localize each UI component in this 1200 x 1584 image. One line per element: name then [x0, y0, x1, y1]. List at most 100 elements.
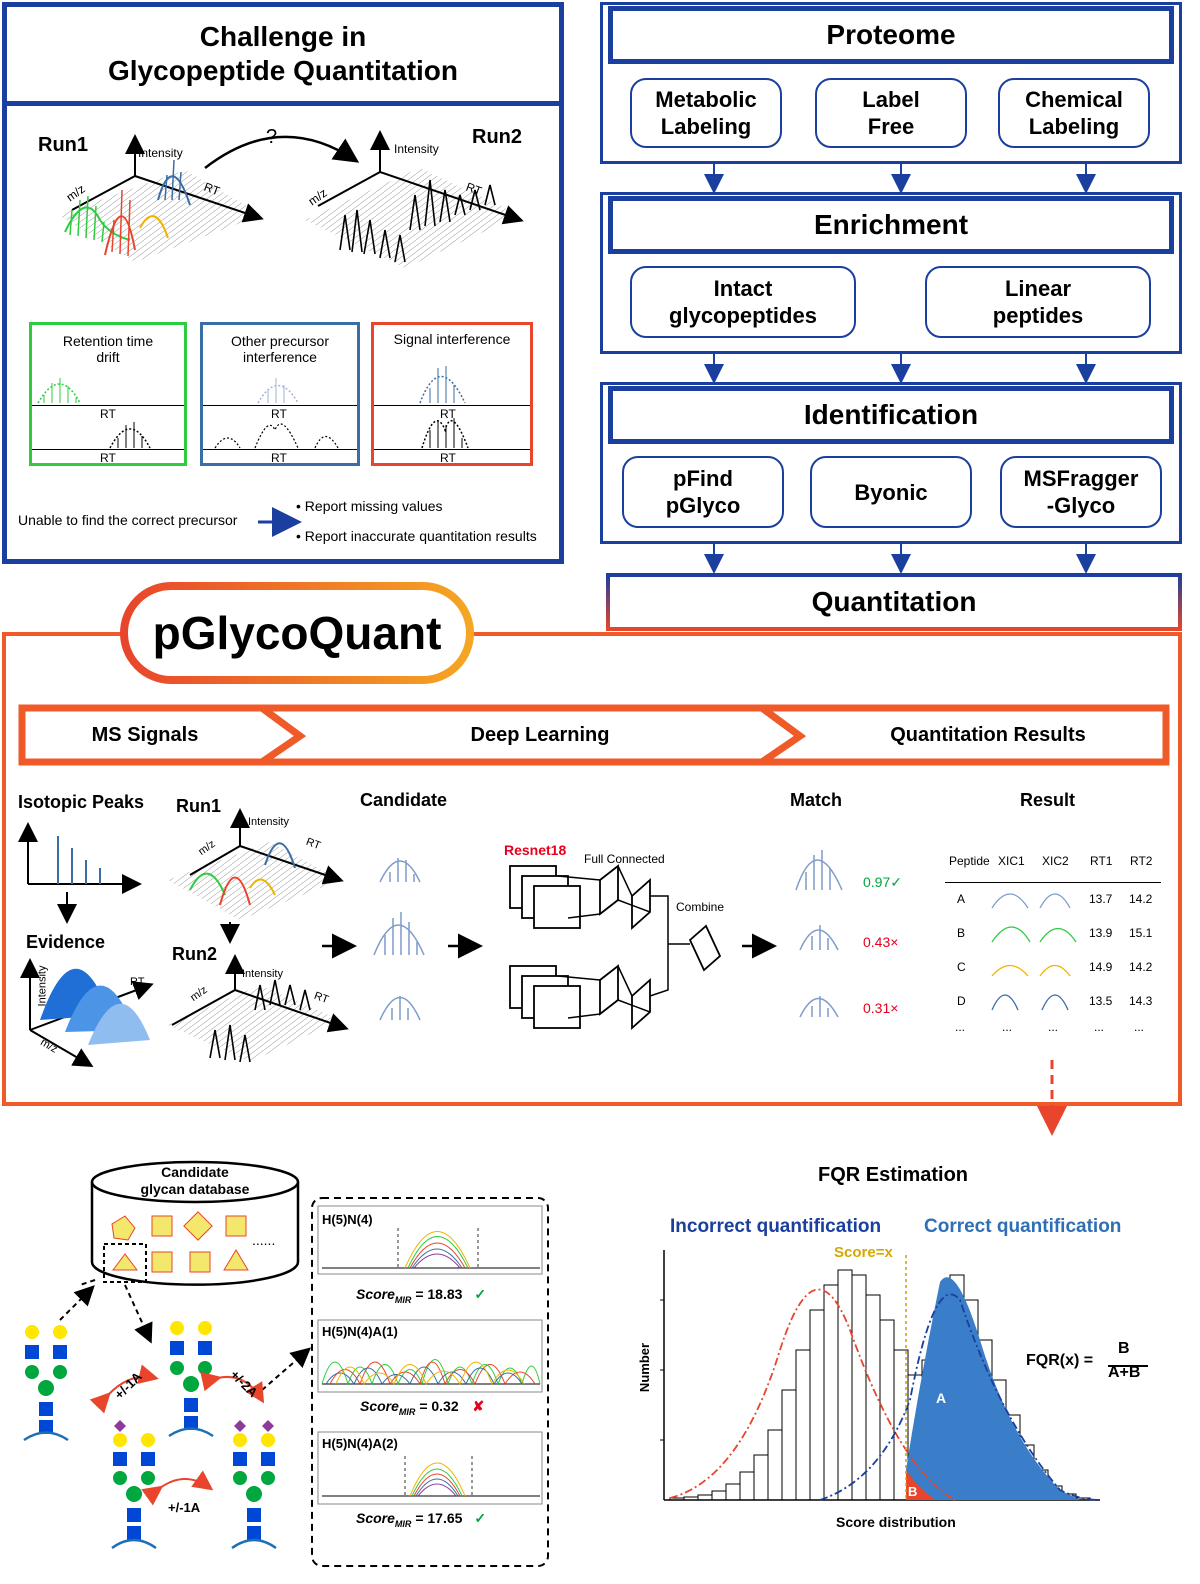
fqr-ylabel: Number	[637, 1342, 653, 1393]
pglyco-frame	[2, 632, 1182, 1106]
panel-other-precursor: Other precursor interference RT RT	[200, 322, 360, 466]
proteome-section	[600, 2, 1182, 164]
fqr-formula-num: B	[1118, 1340, 1130, 1357]
run1-intensity-label: Intensity	[138, 146, 183, 160]
evidence-intensity-label: Intensity	[36, 965, 49, 1007]
panel-other-precursor-title: Other precursor interference	[230, 333, 330, 365]
score-chromatograms	[311, 1197, 549, 1567]
enrichment-section	[600, 192, 1182, 354]
score-line-2: ScoreMIR = 0.32 ✘	[360, 1398, 485, 1417]
run2-intensity-label: Intensity	[394, 142, 439, 156]
evidence-plot	[20, 958, 154, 1068]
pfind-pglyco-box: pFind pGlyco	[622, 456, 784, 528]
row-d-rt2: 14.3	[1129, 994, 1153, 1008]
full-connected-label: Full Connected	[584, 852, 665, 866]
workflow-arrows	[704, 164, 1096, 574]
row-a-peptide: A	[957, 892, 966, 906]
row-more-xic1: ...	[1002, 1020, 1013, 1034]
run-transfer-arrow	[204, 135, 360, 169]
row-c-rt2: 14.2	[1129, 960, 1153, 974]
th-peptide: Peptide	[949, 854, 990, 868]
edge-1a-bottom: +/-1A	[168, 1500, 201, 1515]
panel-signal-interference-title: Signal interference	[393, 331, 511, 347]
isotopic-peaks-label: Isotopic Peaks	[18, 792, 145, 812]
msfragger-glyco-box: MSFragger -Glyco	[1000, 456, 1162, 528]
intact-glycopeptides-box: Intact glycopeptides	[630, 266, 856, 338]
enrichment-header: Enrichment	[608, 196, 1174, 254]
resnet-connections	[557, 865, 690, 1019]
chemical-labeling-box: Chemical Labeling	[998, 78, 1150, 148]
challenge-title: Challenge in Glycopeptide Quantitation	[2, 2, 564, 106]
score-name-2: H(5)N(4)A(1)	[322, 1324, 398, 1339]
score-line-3: ScoreMIR = 17.65 ✓	[356, 1510, 487, 1529]
scorex-label: Score=x	[834, 1244, 893, 1261]
fqr-formula-den: A+B	[1108, 1364, 1141, 1381]
metabolic-labeling-box: Metabolic Labeling	[630, 78, 782, 148]
glycan-db-title: Candidate glycan database	[140, 1164, 250, 1197]
panel-signal-interference: Signal interference RT RT	[371, 322, 533, 466]
match-score-2: 0.43×	[863, 934, 899, 950]
score-name-1: H(5)N(4)	[322, 1212, 373, 1227]
match-score-3: 0.31×	[863, 1000, 899, 1016]
evidence-label: Evidence	[26, 932, 106, 952]
glycan-db-ellipsis: ......	[252, 1232, 276, 1248]
label-free-box: Label Free	[815, 78, 967, 148]
score-line-1: ScoreMIR = 18.83 ✓	[356, 1286, 487, 1305]
row-more-peptide: ...	[955, 1020, 966, 1034]
row-c-peptide: C	[957, 960, 966, 974]
pglyco-run1-label: Run1	[176, 796, 221, 816]
linear-peptides-box: Linear peptides	[925, 266, 1151, 338]
th-rt2: RT2	[1130, 854, 1153, 868]
row-more-rt1: ...	[1094, 1020, 1105, 1034]
question-mark: ?	[266, 126, 278, 148]
th-rt1: RT1	[1090, 854, 1113, 868]
evidence-rt-label: RT	[130, 976, 145, 988]
pglyco-run1-plot	[168, 808, 344, 944]
fqr-xlabel: Score distribution	[836, 1514, 956, 1530]
identification-section	[600, 382, 1182, 544]
panel-plots	[37, 366, 469, 449]
rt-label: RT	[271, 451, 287, 465]
pglyco-run2-plot	[168, 954, 349, 1063]
panel-rt-drift: Retention time drift RT RT	[29, 322, 187, 466]
bullet-inaccurate: • Report inaccurate quantitation results	[296, 528, 537, 544]
match-score-1: 0.97✓	[863, 874, 902, 890]
score-name-3: H(5)N(4)A(2)	[322, 1436, 398, 1451]
run2-plot	[305, 130, 524, 268]
th-xic2: XIC2	[1042, 854, 1069, 868]
quantitation-header: Quantitation	[811, 586, 977, 617]
fqr-title: FQR Estimation	[818, 1164, 969, 1186]
fqr-formula-lhs: FQR(x) =	[1026, 1352, 1094, 1369]
selected-glycan	[103, 1243, 147, 1283]
fqr-chart	[660, 1250, 1148, 1501]
challenge-run1-label: Run1	[38, 134, 88, 156]
step-ms-signals: MS Signals	[91, 723, 199, 746]
row-d-rt1: 13.5	[1089, 994, 1113, 1008]
glycan-icons	[111, 1211, 249, 1273]
rt-label: RT	[440, 407, 456, 421]
row-b-rt1: 13.9	[1089, 926, 1113, 940]
step-quantitation-results: Quantitation Results	[890, 723, 1086, 746]
quantitation-header-box	[606, 573, 1182, 631]
match-label: Match	[790, 790, 843, 810]
result-table-header	[945, 843, 1161, 883]
run1-plot	[58, 134, 264, 262]
panel-rt-drift-title: Retention time drift	[62, 333, 154, 365]
bullet-missing: • Report missing values	[296, 498, 443, 514]
isotopic-peaks-plot	[18, 822, 142, 924]
pglyco-run2-intensity: Intensity	[242, 968, 283, 980]
result-table-peaks	[991, 893, 1077, 1011]
row-b-peptide: B	[957, 926, 966, 940]
resnet-network	[509, 864, 722, 1031]
step-deep-learning: Deep Learning	[470, 723, 610, 746]
proteome-header: Proteome	[608, 6, 1174, 64]
match-peaks	[795, 850, 843, 1018]
candidate-label: Candidate	[360, 790, 448, 810]
pglyco-run1-intensity: Intensity	[248, 816, 289, 828]
rt-label: RT	[100, 407, 116, 421]
row-a-rt1: 13.7	[1089, 892, 1113, 906]
area-a-label: A	[936, 1390, 947, 1406]
incorrect-label: Incorrect quantification	[670, 1216, 882, 1237]
result-label: Result	[1020, 790, 1076, 810]
